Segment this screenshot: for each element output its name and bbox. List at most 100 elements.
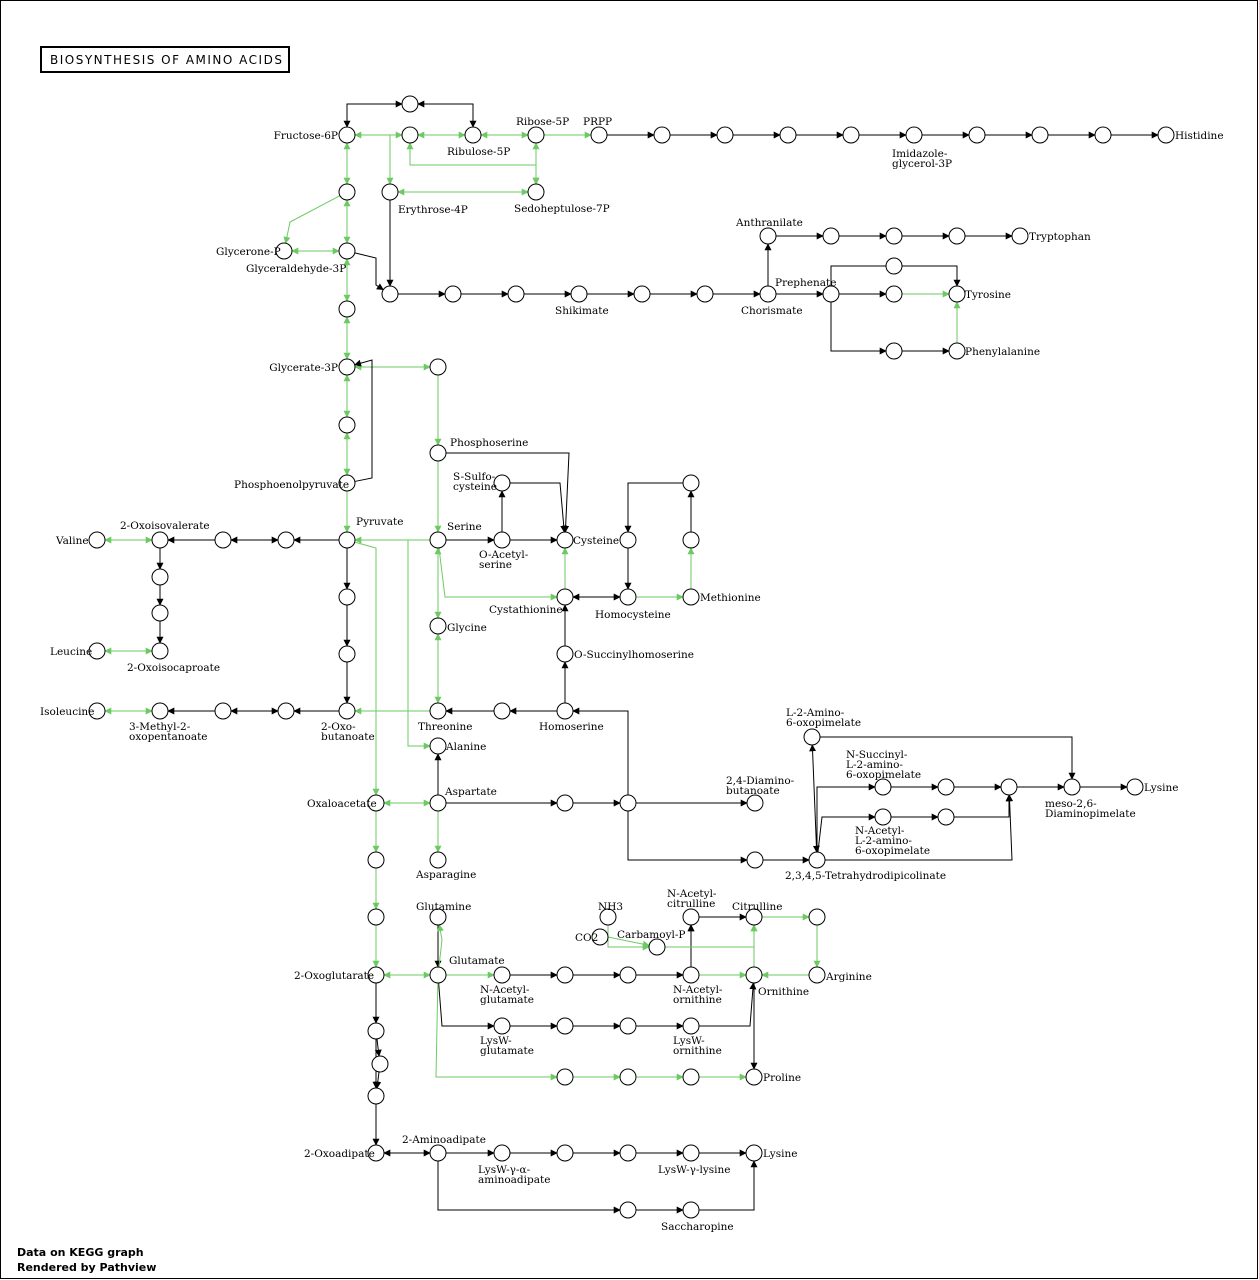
intermediate-node[interactable] xyxy=(338,645,356,663)
compound-node-two-oxoglutarate[interactable] xyxy=(367,966,385,984)
intermediate-node[interactable] xyxy=(367,851,385,869)
compound-node-two-oxoisocaproate[interactable] xyxy=(151,642,169,660)
intermediate-node[interactable] xyxy=(367,908,385,926)
compound-node-two-oxoisovalerate[interactable] xyxy=(151,531,169,549)
compound-node-s-sulfo-cysteine[interactable] xyxy=(493,474,511,492)
compound-node-glutamate[interactable] xyxy=(429,966,447,984)
compound-node-leucine[interactable] xyxy=(88,642,106,660)
compound-node-phosphoserine[interactable] xyxy=(429,444,447,462)
compound-node-glutamine[interactable] xyxy=(429,908,447,926)
intermediate-node[interactable] xyxy=(151,568,169,586)
intermediate-node[interactable] xyxy=(885,342,903,360)
compound-node-glycine[interactable] xyxy=(429,617,447,635)
intermediate-node[interactable] xyxy=(619,1144,637,1162)
compound-node-o-succinylhomoserine[interactable] xyxy=(556,645,574,663)
intermediate-node[interactable] xyxy=(338,300,356,318)
intermediate-node[interactable] xyxy=(619,1017,637,1035)
compound-node-oxaloacetate[interactable] xyxy=(367,794,385,812)
compound-node-erythrose-4p[interactable] xyxy=(381,183,399,201)
compound-node-n-acetyl-glutamate[interactable] xyxy=(493,966,511,984)
intermediate-node[interactable] xyxy=(381,285,399,303)
intermediate-node[interactable] xyxy=(556,1144,574,1162)
compound-node-proline[interactable] xyxy=(745,1068,763,1086)
compound-node-threonine[interactable] xyxy=(429,702,447,720)
intermediate-node[interactable] xyxy=(619,1201,637,1219)
intermediate-node[interactable] xyxy=(682,1068,700,1086)
compound-node-two-oxoadipate[interactable] xyxy=(367,1144,385,1162)
compound-node-o-acetyl-serine[interactable] xyxy=(493,531,511,549)
intermediate-node[interactable] xyxy=(696,285,714,303)
intermediate-node[interactable] xyxy=(493,702,511,720)
intermediate-node[interactable] xyxy=(968,126,986,144)
compound-node-two-four-diaminobutanoate[interactable] xyxy=(746,794,764,812)
intermediate-node[interactable] xyxy=(1031,126,1049,144)
compound-node-prephenate[interactable] xyxy=(822,285,840,303)
compound-node-glycerone-p[interactable] xyxy=(275,242,293,260)
intermediate-node[interactable] xyxy=(682,474,700,492)
compound-node-two-oxo-butanoate[interactable] xyxy=(338,702,356,720)
intermediate-node[interactable] xyxy=(371,1055,389,1073)
intermediate-node[interactable] xyxy=(948,227,966,245)
compound-node-nh3[interactable] xyxy=(599,908,617,926)
intermediate-node[interactable] xyxy=(746,851,764,869)
compound-node-tryptophan[interactable] xyxy=(1011,227,1029,245)
intermediate-node[interactable] xyxy=(214,531,232,549)
compound-node-tetrahydrodipicolinate[interactable] xyxy=(808,851,826,869)
compound-node-valine[interactable] xyxy=(88,531,106,549)
intermediate-node[interactable] xyxy=(619,531,637,549)
compound-node-lysw-ornithine[interactable] xyxy=(682,1017,700,1035)
intermediate-node[interactable] xyxy=(338,588,356,606)
intermediate-node[interactable] xyxy=(214,702,232,720)
compound-node-lysine-top[interactable] xyxy=(1126,778,1144,796)
compound-node-methionine[interactable] xyxy=(682,588,700,606)
compound-node-phosphoenolpyruvate[interactable] xyxy=(338,474,356,492)
intermediate-node[interactable] xyxy=(633,285,651,303)
intermediate-node[interactable] xyxy=(338,183,356,201)
compound-node-pyruvate[interactable] xyxy=(338,531,356,549)
compound-node-co2[interactable] xyxy=(591,928,609,946)
compound-node-chorismate[interactable] xyxy=(759,285,777,303)
intermediate-node[interactable] xyxy=(277,531,295,549)
intermediate-node[interactable] xyxy=(808,908,826,926)
compound-node-lysw-gamma-lysine[interactable] xyxy=(682,1144,700,1162)
intermediate-node[interactable] xyxy=(367,1022,385,1040)
intermediate-node[interactable] xyxy=(619,794,637,812)
compound-node-serine[interactable] xyxy=(429,531,447,549)
compound-node-histidine[interactable] xyxy=(1157,126,1175,144)
compound-node-lysw-gamma-alpha-aminoadipate[interactable] xyxy=(493,1144,511,1162)
intermediate-node[interactable] xyxy=(885,257,903,275)
compound-node-ribulose-5p[interactable] xyxy=(464,126,482,144)
compound-node-glyceraldehyde-3p[interactable] xyxy=(338,242,356,260)
compound-node-aspartate[interactable] xyxy=(429,794,447,812)
compound-node-fructose-6p[interactable] xyxy=(338,126,356,144)
intermediate-node[interactable] xyxy=(716,126,734,144)
compound-node-isoleucine[interactable] xyxy=(88,702,106,720)
intermediate-node[interactable] xyxy=(151,604,169,622)
intermediate-node[interactable] xyxy=(444,285,462,303)
compound-node-glycerate-3p[interactable] xyxy=(338,358,356,376)
intermediate-node[interactable] xyxy=(1000,778,1018,796)
intermediate-node[interactable] xyxy=(507,285,525,303)
compound-node-ribose-5p[interactable] xyxy=(527,126,545,144)
compound-node-n-acetyl-ornithine[interactable] xyxy=(682,966,700,984)
compound-node-lysw-glutamate[interactable] xyxy=(493,1017,511,1035)
compound-node-l-2-amino-6-oxopimelate[interactable] xyxy=(803,728,821,746)
compound-node-arginine[interactable] xyxy=(808,966,826,984)
intermediate-node[interactable] xyxy=(779,126,797,144)
compound-node-homoserine[interactable] xyxy=(556,702,574,720)
intermediate-node[interactable] xyxy=(429,358,447,376)
compound-node-lysine-bottom[interactable] xyxy=(745,1144,763,1162)
compound-node-n-acetyl-citrulline[interactable] xyxy=(682,908,700,926)
compound-node-ornithine[interactable] xyxy=(745,966,763,984)
compound-node-two-aminoadipate[interactable] xyxy=(429,1144,447,1162)
intermediate-node[interactable] xyxy=(619,1068,637,1086)
intermediate-node[interactable] xyxy=(556,1017,574,1035)
intermediate-node[interactable] xyxy=(937,808,955,826)
intermediate-node[interactable] xyxy=(885,227,903,245)
compound-node-imidazole-glycerol-3p[interactable] xyxy=(905,126,923,144)
intermediate-node[interactable] xyxy=(277,702,295,720)
intermediate-node[interactable] xyxy=(401,126,419,144)
compound-node-n-acetyl-l-2-amino-6-oxopimelate[interactable] xyxy=(874,808,892,826)
intermediate-node[interactable] xyxy=(885,285,903,303)
compound-node-n-succinyl-l-2-amino-6-oxopimelate[interactable] xyxy=(874,778,892,796)
